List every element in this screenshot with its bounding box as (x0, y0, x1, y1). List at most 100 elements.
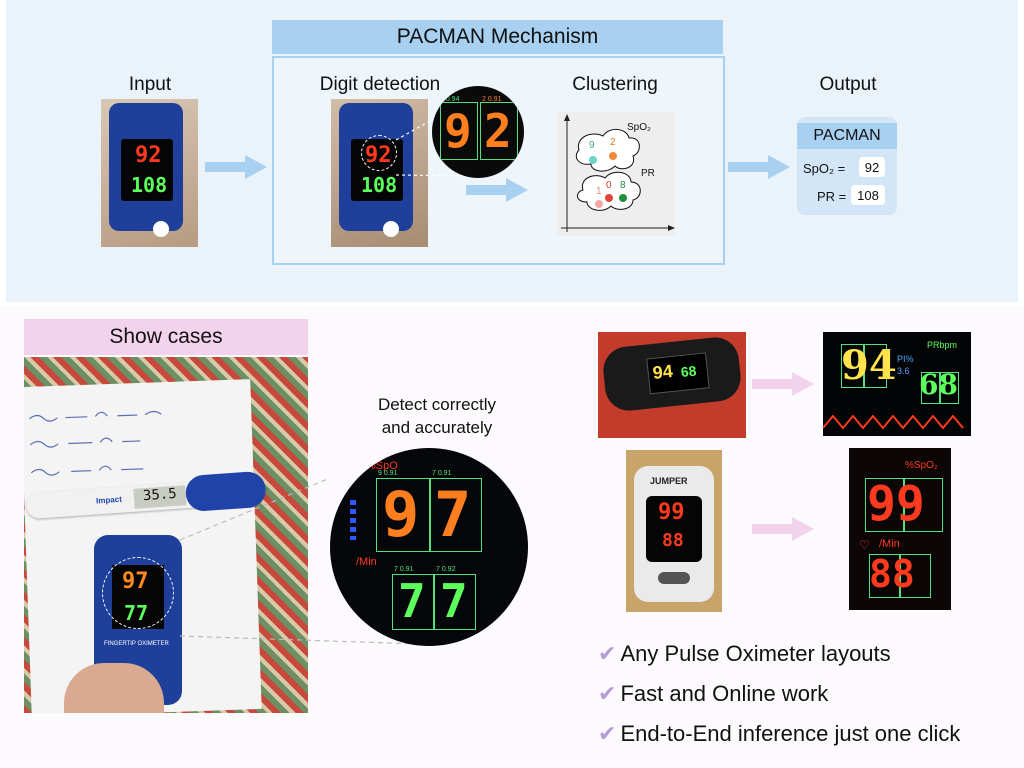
case2-zoom: %SpO₂ 99 ♡ /Min 88 (849, 448, 951, 610)
case2-zoom-pr: 88 (869, 552, 915, 596)
output-label: Output (819, 74, 877, 95)
cluster-digit: 1 (596, 186, 602, 197)
clustering-label: Clustering (572, 74, 658, 95)
handwriting (29, 410, 162, 476)
bbox-label: 9 0.94 (440, 96, 460, 103)
cluster-spo2-label: SpO₂ (627, 122, 651, 133)
digit-bbox (903, 478, 943, 532)
digit-bbox (899, 554, 931, 598)
zoom-pr-label: /Min (356, 556, 377, 568)
check-icon: ✔ (598, 641, 617, 666)
heart-icon: ♡ (859, 538, 870, 552)
pulse-bar (350, 500, 356, 540)
oximeter-button (153, 221, 169, 237)
feature-text: Any Pulse Oximeter layouts (620, 641, 891, 666)
output-card: PACMAN SpO₂ = 92 PR = 108 (797, 117, 897, 215)
cluster-pr-label: PR (641, 168, 655, 179)
clustering-plot: SpO₂ 9 2 PR 1 0 8 (557, 112, 675, 236)
oximeter-screen: 99 88 (646, 496, 702, 562)
oximeter-screen: 94 68 (646, 352, 710, 395)
zoom-digit: 2 (484, 104, 512, 158)
input-spo2-reading: 92 (135, 143, 162, 168)
oximeter-button (383, 221, 399, 237)
detection-pr-reading: 108 (361, 173, 398, 197)
oximeter-body: 94 68 (601, 335, 743, 413)
paper-sheet (24, 379, 262, 713)
case2-pr: 88 (662, 530, 684, 551)
digit-bbox (376, 478, 430, 552)
caption-line: and accurately (381, 418, 493, 437)
case1-spo2: 94 (651, 360, 674, 383)
digit-bbox (865, 478, 905, 532)
cluster-digit: 2 (610, 137, 616, 148)
digit-bbox (392, 574, 434, 630)
bbox-label: 9 0.91 (378, 470, 398, 477)
showcase-device-label: FINGERTIP OXIMETER (104, 641, 169, 647)
case1-photo: 94 68 (598, 332, 746, 438)
arrow-shaft (728, 162, 770, 172)
feature-item: ✔ End-to-End inference just one click (598, 714, 1008, 754)
output-card-title: PACMAN (797, 123, 897, 149)
oximeter-button (658, 572, 690, 584)
zoom-digit: 7 (434, 478, 472, 551)
cluster-digit: 0 (606, 180, 612, 191)
mechanism-title: PACMAN Mechanism (272, 20, 723, 54)
case2-brand: JUMPER (650, 476, 688, 486)
caption-line: Detect correctly (377, 395, 497, 414)
input-photo: 92 108 (101, 99, 198, 247)
digit-bbox (440, 102, 478, 160)
case2-zoom-pr-label: /Min (879, 538, 900, 550)
showcase-zoom-circle: %SpO 9 0.91 7 0.91 9 7 /Min 7 0.91 7 0.9… (330, 448, 528, 646)
zoom-spo2-label: %SpO (366, 460, 398, 472)
output-spo2-value: 92 (859, 157, 885, 177)
output-pr-value: 108 (851, 185, 885, 205)
bbox-label: 7 0.91 (394, 566, 414, 573)
case1-zoom: 94 PI% 3.6 PRbpm 68 (823, 332, 971, 436)
case1-pi-label: PI% (897, 354, 914, 364)
focus-circle (102, 557, 174, 629)
feature-text: Fast and Online work (620, 681, 829, 706)
showcases-title: Show cases (24, 319, 308, 355)
zoom-lines (179, 477, 421, 645)
case2-spo2: 99 (658, 500, 685, 525)
zoom-lines (395, 111, 473, 177)
digit-bbox (434, 574, 476, 630)
case1-pi-value: 3.6 (897, 366, 910, 376)
case1-pr: 68 (680, 362, 698, 381)
cluster-axes (561, 114, 675, 232)
focus-circle (361, 135, 397, 171)
arrow-shaft (466, 185, 508, 195)
bbox-label: 7 0.92 (436, 566, 456, 573)
feature-item: ✔ Fast and Online work (598, 674, 1008, 714)
output-pr-label: PR = (817, 189, 847, 204)
arrow-head-icon (768, 155, 790, 179)
input-label: Input (128, 74, 172, 95)
digit-bbox (430, 478, 482, 552)
digit-bbox (869, 554, 901, 598)
feature-text: End-to-End inference just one click (620, 721, 961, 746)
digit-bbox (841, 344, 865, 388)
zoom-digit: 9 (444, 104, 472, 158)
case2-zoom-spo2-label: %SpO₂ (905, 460, 938, 471)
detection-zoom-circle: 9 0.94 2 0.91 9 2 (432, 86, 524, 178)
case2-zoom-spo2: 99 (867, 476, 925, 532)
zoom-digit: 7 (440, 574, 468, 628)
cluster-digit: 9 (589, 140, 595, 151)
arrow-head-icon (792, 517, 814, 541)
digit-bbox (939, 372, 959, 404)
check-icon: ✔ (598, 681, 617, 706)
feature-item: ✔ Any Pulse Oximeter layouts (598, 634, 1008, 674)
digit-detection-label: Digit detection (319, 74, 441, 95)
arrow-head-icon (245, 155, 267, 179)
arrow-shaft (752, 524, 794, 534)
thermometer-brand: Impact (95, 494, 123, 506)
case1-zoom-spo2: 94 (841, 342, 897, 389)
case2-photo: JUMPER 99 88 (626, 450, 722, 612)
finger (64, 663, 164, 713)
oximeter-screen: 92 108 (121, 139, 173, 201)
arrow-head-icon (506, 178, 528, 202)
input-pr-reading: 108 (131, 173, 168, 197)
arrow-shaft (205, 162, 247, 172)
digit-bbox (480, 102, 518, 160)
cluster-digit: 8 (620, 180, 626, 191)
